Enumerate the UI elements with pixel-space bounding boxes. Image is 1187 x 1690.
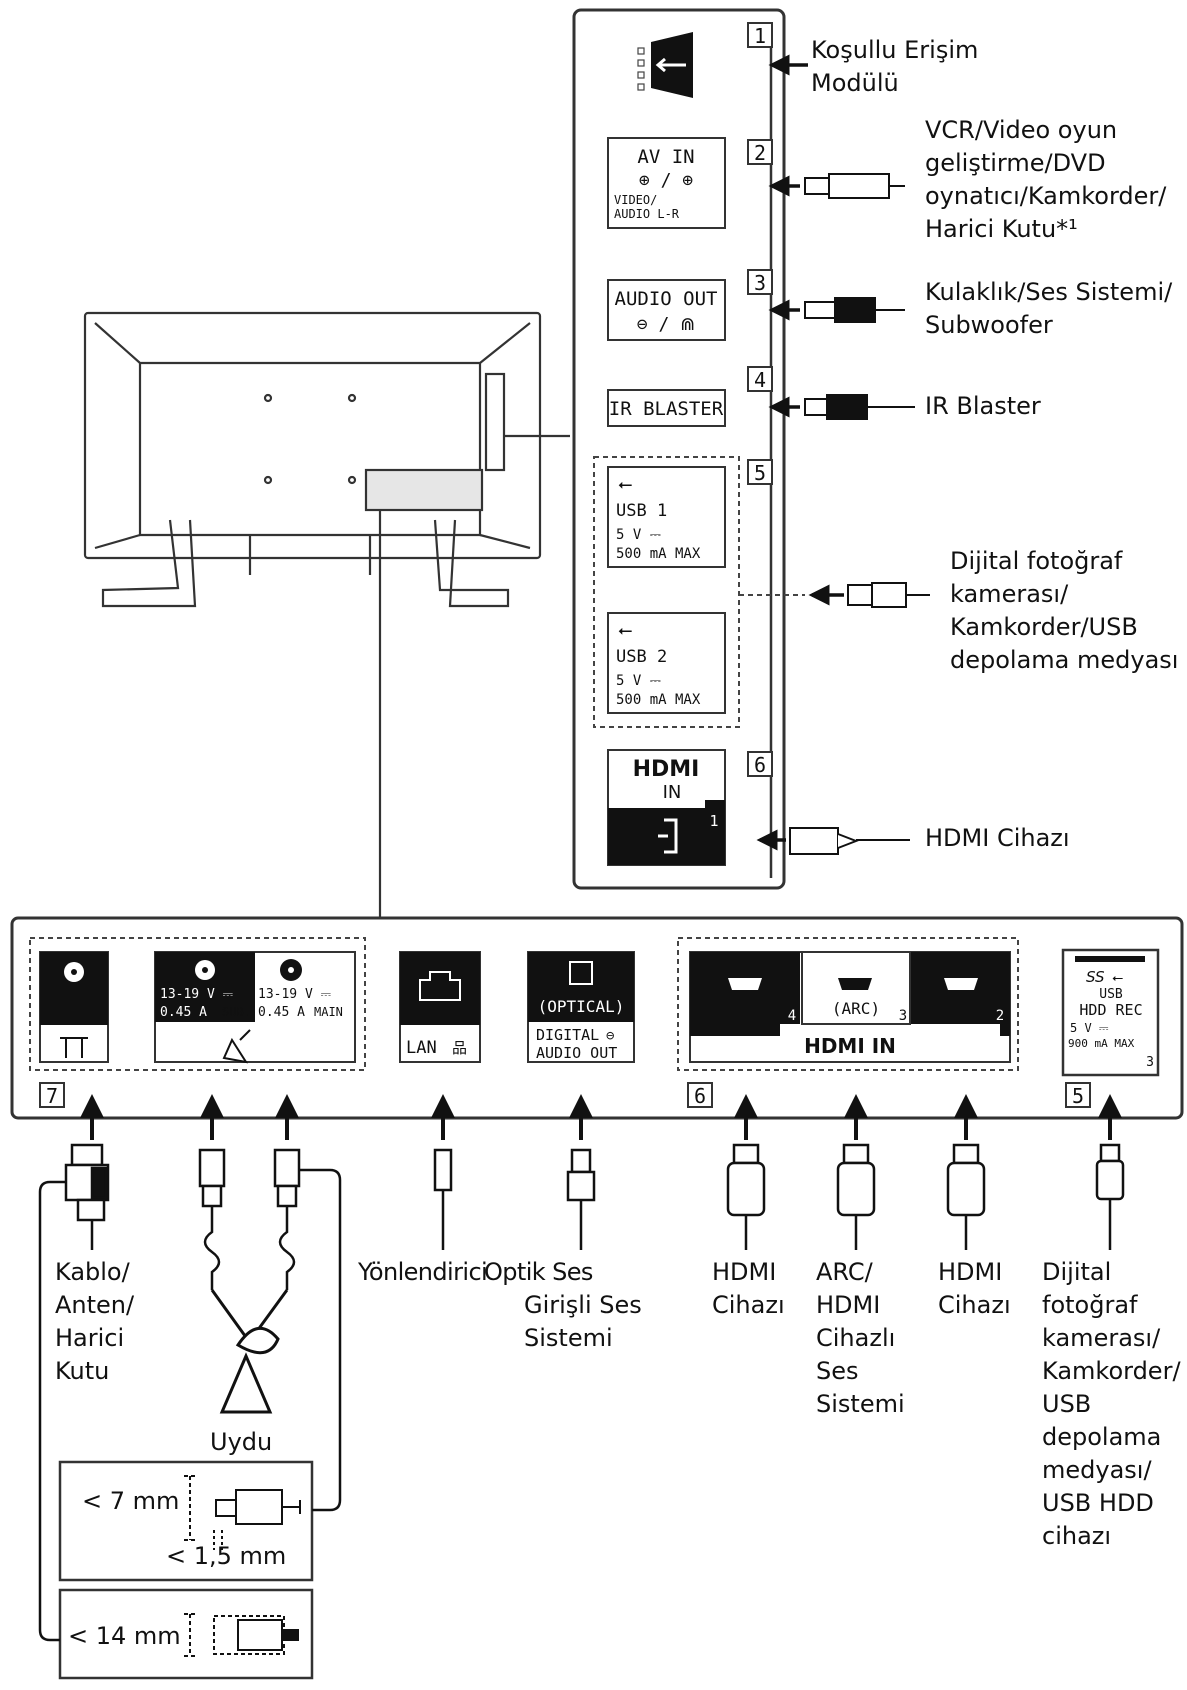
- usb-icon: ⭠: [1112, 970, 1123, 986]
- network-icon: 品: [452, 1039, 467, 1057]
- antenna-icon: [60, 1037, 88, 1058]
- av-in-caption: VCR/Video oyun geliştirme/DVD oynatıcı/K…: [925, 116, 1167, 243]
- side-port-number-2: 2: [754, 141, 766, 165]
- sat-main-current: 0.45 A: [258, 1005, 305, 1020]
- cam-caption: Koşullu Erişim Modülü: [811, 36, 979, 97]
- headphone-icon: ⊖ / ⋒: [637, 314, 695, 335]
- output-icon: ⊖: [606, 1028, 615, 1044]
- hdmi-in-label: IN: [663, 782, 682, 803]
- usb3-caption: Dijital fotoğraf kamerası/ Kamkorder/ US…: [1042, 1258, 1181, 1550]
- usb3-voltage: 5 V ⎓: [1070, 1021, 1109, 1035]
- hdd-rec-label: HDD REC: [1079, 1001, 1142, 1019]
- av-in-label: AV IN: [637, 146, 694, 168]
- sat-diameter-label: < 7 mm: [82, 1487, 180, 1515]
- router-caption: Yönlendirici: [358, 1258, 488, 1286]
- bottom-cable-plugs: [64, 1143, 1125, 1290]
- usb-1-label: USB 1: [616, 501, 667, 521]
- side-cable-plugs: [789, 173, 930, 855]
- hdmi-group-outline: [677, 937, 1019, 1071]
- satellite-caption: Uydu: [210, 1428, 273, 1456]
- usb-icon: ⭠: [618, 474, 632, 495]
- group-number-6: 6: [694, 1084, 706, 1108]
- satellite-dish-icon: [222, 1029, 251, 1064]
- hdmi-in-number: 1: [709, 812, 718, 830]
- usb-1-port: [607, 466, 726, 568]
- arc-caption: ARC/ HDMI Cihazlı Ses Sistemi: [816, 1258, 905, 1418]
- usb-1-voltage: 5 V ⎓: [616, 527, 661, 543]
- usb3-number: 3: [1146, 1055, 1154, 1070]
- cable-antenna-caption: Kablo/ Anten/ Harici Kutu: [55, 1258, 135, 1385]
- usb3-superspeed-icon: SS: [1086, 968, 1105, 986]
- hdmi-3-number: 3: [899, 1008, 907, 1024]
- sat-main-voltage: 13-19 V ⎓: [258, 987, 331, 1002]
- optical-caption: Optik Ses: [484, 1258, 593, 1286]
- side-port-number-1: 1: [754, 24, 766, 48]
- usb-icon: ⭠: [618, 620, 632, 641]
- tv-back-illustration: [83, 311, 570, 920]
- digital-label: DIGITAL: [536, 1026, 599, 1044]
- av-in-port: [607, 137, 726, 229]
- audio-out-caption: Kulaklık/Ses Sistemi/ Subwoofer: [925, 278, 1173, 339]
- audio-out-label: AUDIO OUT: [615, 288, 718, 310]
- group-number-5: 5: [1072, 1084, 1084, 1108]
- hdmi-2-caption: HDMI Cihazı: [938, 1258, 1011, 1319]
- hdmi-4-number: 4: [788, 1008, 796, 1024]
- usb-2-voltage: 5 V ⎓: [616, 673, 661, 689]
- hdmi-2-number: 2: [996, 1008, 1004, 1024]
- sat-main-label: MAIN: [314, 1005, 343, 1019]
- usb-2-port: [607, 612, 726, 714]
- cable-diameter-label: < 14 mm: [68, 1622, 181, 1650]
- audio-out-port: [607, 279, 726, 341]
- ir-blaster-label: IR BLASTER: [609, 398, 724, 420]
- sat-sub-voltage: 13-19 V ⎓: [160, 987, 233, 1002]
- hdmi-in-bottom-label: HDMI IN: [804, 1034, 896, 1058]
- ir-blaster-caption: IR Blaster: [925, 392, 1041, 420]
- optical-label: (OPTICAL): [538, 997, 625, 1016]
- av-in-symbols: ⊕ / ⊕: [639, 170, 693, 191]
- lan-label: LAN: [406, 1038, 437, 1058]
- usb-3-port: [1061, 948, 1160, 1077]
- hdmi-4-caption: HDMI Cihazı: [712, 1258, 785, 1319]
- usb-group-outline: [593, 456, 740, 728]
- bottom-panel: 13-19 V ⎓ 0.45 A SUB. 13-19 V ⎓ 0.45 A M…: [10, 916, 1184, 1680]
- side-port-number-3: 3: [754, 271, 766, 295]
- hdmi-logo: HDMI: [633, 757, 700, 782]
- audio-out-label-bottom: AUDIO OUT: [536, 1044, 617, 1062]
- sat-sub-current: 0.45 A: [160, 1005, 207, 1020]
- usb-2-label: USB 2: [616, 647, 667, 667]
- satellite-dish-icon: [210, 1289, 289, 1414]
- antenna-group-outline: [29, 937, 366, 1071]
- optical-caption-2: Girişli Ses Sistemi: [524, 1291, 642, 1352]
- hdmi-1-caption: HDMI Cihazı: [925, 824, 1070, 852]
- group-number-7: 7: [46, 1084, 58, 1108]
- side-port-number-4: 4: [754, 368, 766, 392]
- av-in-audio-label: AUDIO L-R: [614, 207, 680, 221]
- arc-label: (ARC): [832, 999, 880, 1018]
- ir-blaster-port: [607, 389, 726, 427]
- usb3-current: 900 mA MAX: [1068, 1037, 1135, 1050]
- side-port-number-6: 6: [754, 753, 766, 777]
- cam-slot-icon: [637, 32, 693, 98]
- side-panel: 1 2 3 4 5 6 AV IN ⊕ / ⊕ VIDEO/ AUDIO L-R…: [572, 8, 930, 890]
- av-in-video-label: VIDEO/: [614, 193, 657, 207]
- usb3-label: USB: [1099, 987, 1123, 1002]
- sat-pin-label: < 1,5 mm: [166, 1542, 287, 1570]
- usb-2-current: 500 mA MAX: [616, 692, 701, 708]
- usb-1-current: 500 mA MAX: [616, 546, 701, 562]
- side-port-number-5: 5: [754, 461, 766, 485]
- usb-side-caption: Dijital fotoğraf kamerası/ Kamkorder/USB…: [950, 547, 1179, 674]
- sat-sub-label: SUB.: [222, 1005, 251, 1019]
